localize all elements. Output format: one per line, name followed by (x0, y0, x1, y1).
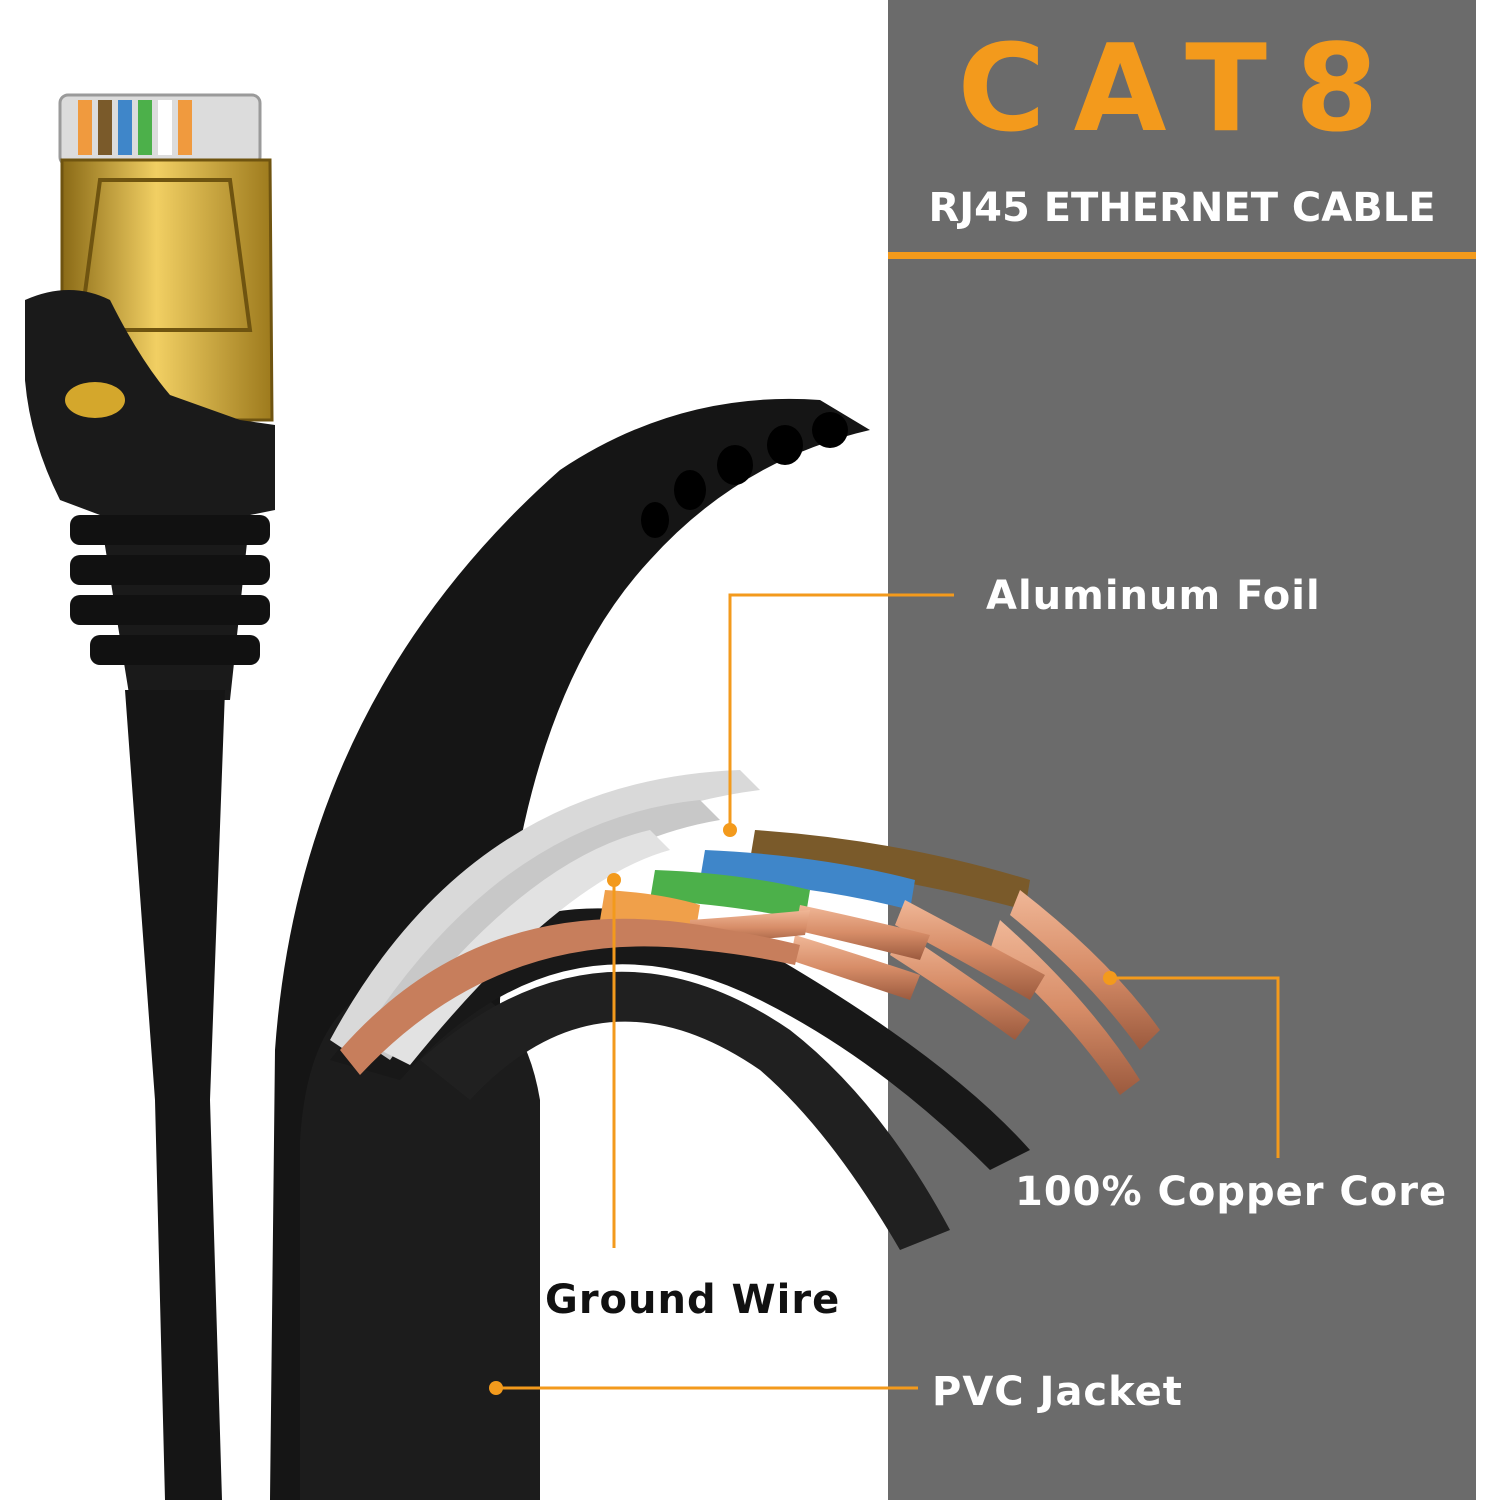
colored-wires (600, 830, 1030, 935)
copper-core-1 (1010, 890, 1160, 1050)
copper-cores (340, 890, 1160, 1095)
label-aluminum-foil: Aluminum Foil (986, 573, 1321, 619)
copper-core-5 (795, 905, 930, 960)
connector-boot (25, 290, 275, 700)
brown-wire (750, 830, 1030, 910)
label-copper-core: 100% Copper Core (1015, 1169, 1448, 1215)
cable-end-grooves (641, 412, 848, 538)
ground-wire-copper (340, 918, 800, 1075)
copper-core-3 (895, 900, 1045, 1000)
copper-core-6 (790, 935, 920, 1000)
green-wire (650, 870, 810, 920)
aluminum-foil-leader (728, 593, 954, 830)
flat-cable-left (125, 690, 225, 1500)
label-pvc-jacket: PVC Jacket (932, 1369, 1183, 1415)
product-title: CAT8 (957, 20, 1407, 159)
pvc-jacket-body (300, 980, 540, 1500)
flat-cable-lower-arc (330, 908, 1030, 1170)
product-subtitle: RJ45 ETHERNET CABLE (928, 185, 1436, 231)
copper-core-4 (890, 930, 1030, 1040)
rj45-connector (58, 93, 274, 422)
title-underline (888, 252, 1476, 259)
callout-lines (489, 593, 1280, 1395)
copper-core-2 (990, 920, 1140, 1095)
gray-background-panel (888, 0, 1476, 1500)
blue-wire (700, 850, 915, 910)
label-ground-wire: Ground Wire (545, 1277, 841, 1323)
copper-core-leader (1110, 976, 1280, 1158)
